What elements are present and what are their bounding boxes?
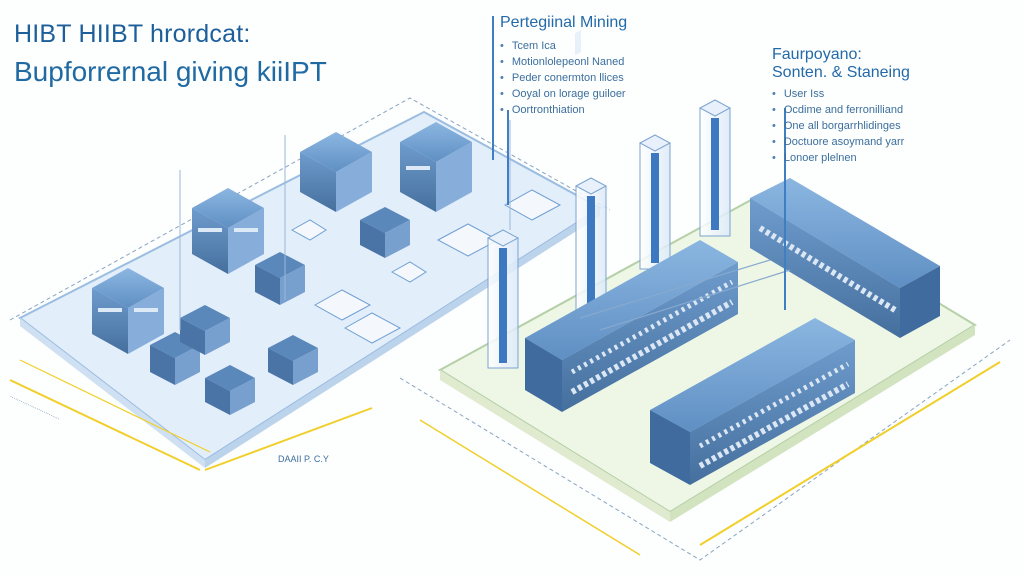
callout-right-item: •One all borgarrhlidinges: [772, 120, 901, 132]
callout-right-list: •User Iss •Ocdime and ferronilliand •One…: [772, 86, 910, 166]
callout-leaders: [492, 16, 786, 310]
callout-center-heading: Pertegiinal Mining: [500, 14, 628, 31]
callout-center: Pertegiinal Mining •Tcem Ica •Motionlole…: [500, 14, 627, 118]
callout-right-item: •Lonoer plelnen: [772, 152, 857, 164]
callout-right-heading-1: Faurpoyano:: [772, 46, 862, 63]
callout-center-item: •Ooyal on lorage guiloer: [500, 88, 626, 100]
industrial-modules: [525, 29, 940, 485]
callout-right: Faurpoyano: Sonten. & Staneing •User Iss…: [772, 46, 910, 166]
callout-center-list: •Tcem Ica •Motionlolepeonl Naned •Peder …: [500, 38, 627, 118]
callout-right-item: •Ocdime and ferronilliand: [772, 104, 904, 116]
callout-center-item: •Peder conermton llices: [500, 72, 624, 84]
dimension-label-left-bottom: DAAII P. C.Y: [278, 454, 329, 464]
left-machine-units: [92, 120, 562, 415]
callout-center-item: •Oortronthiation: [500, 104, 585, 116]
callout-center-item: •Motionlolepeonl Naned: [500, 56, 625, 68]
callout-right-heading-2: Sonten. & Staneing: [772, 64, 910, 81]
page-title-line-2: Bupforrernal giving kiiIPT: [14, 56, 327, 87]
callout-center-item: •Tcem Ica: [500, 40, 556, 52]
callout-right-item: •Doctuore asoymand yarr: [772, 136, 905, 148]
tall-towers: [486, 99, 732, 369]
callout-right-item: •User Iss: [772, 88, 825, 100]
page-title-line-1: HIBT HIIBT hrordcat:: [14, 20, 251, 48]
